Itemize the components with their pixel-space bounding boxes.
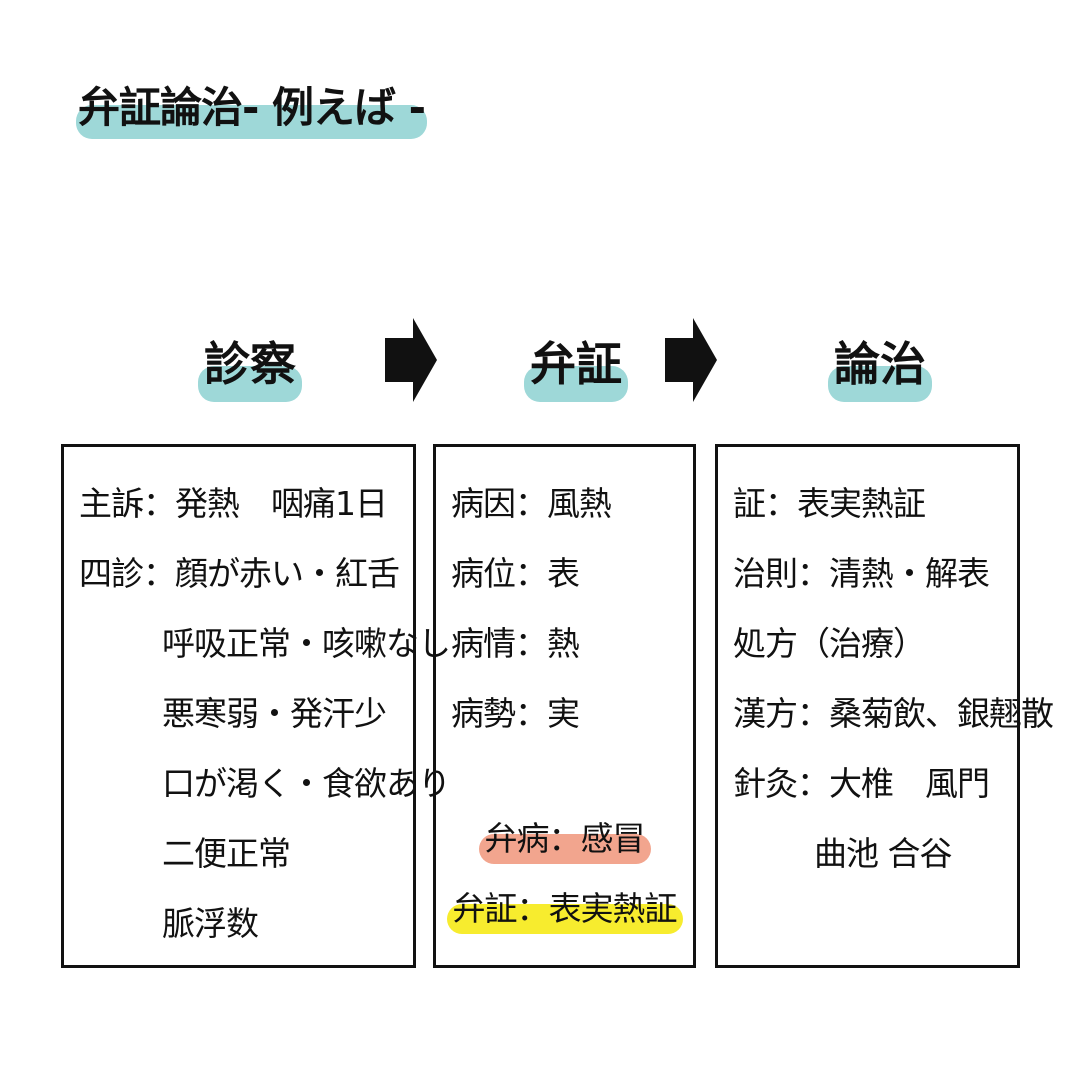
bensho-line: 病勢：実	[451, 694, 580, 733]
shinsatsu-box: 主訴：発熱 咽痛1日 四診：顔が赤い・紅舌 呼吸正常・咳嗽なし 悪寒弱・発汗少 …	[61, 444, 451, 968]
bensho-box: 病因：風熱 病位：表 病情：熱 病勢：実 弁病：感冒 弁証：表実熱証	[433, 444, 696, 968]
shinsatsu-line: 脈浮数	[162, 904, 259, 943]
shinsatsu-line: 呼吸正常・咳嗽なし	[162, 624, 451, 663]
bensho-line: 病因：風熱	[451, 484, 612, 523]
shinsatsu-line: 主訴：発熱 咽痛1日	[79, 484, 388, 523]
ronchi-line: 曲池 合谷	[814, 834, 952, 873]
right-arrow-icon	[665, 318, 717, 402]
shinsatsu-line: 二便正常	[162, 834, 291, 873]
bensho-line: 病位：表	[451, 554, 580, 593]
heading-bensho: 弁証	[524, 328, 628, 402]
shinsatsu-line: 悪寒弱・発汗少	[162, 694, 387, 733]
disease-diagnosis: 弁病：感冒	[478, 812, 651, 864]
ronchi-line: 証：表実熱証	[733, 484, 926, 523]
heading-ronchi: 論治	[828, 328, 932, 402]
right-arrow-icon	[385, 318, 437, 402]
ronchi-line: 針灸：大椎 風門	[733, 764, 990, 803]
ronchi-line: 漢方：桑菊飲、銀翹散	[733, 694, 1054, 733]
pattern-diagnosis: 弁証：表実熱証	[446, 882, 683, 934]
bensho-line: 病情：熱	[451, 624, 580, 663]
ronchi-line: 治則：清熱・解表	[733, 554, 990, 593]
heading-shinsatsu: 診察	[198, 328, 302, 402]
ronchi-line: 処方（治療）	[733, 624, 926, 663]
ronchi-box: 証：表実熱証 治則：清熱・解表 処方（治療） 漢方：桑菊飲、銀翹散 針灸：大椎 …	[715, 444, 1054, 968]
shinsatsu-line: 四診：顔が赤い・紅舌	[79, 554, 400, 593]
page-title: 弁証論治- 例えば -	[75, 74, 428, 139]
shinsatsu-line: 口が渇く・食欲あり	[162, 764, 451, 803]
